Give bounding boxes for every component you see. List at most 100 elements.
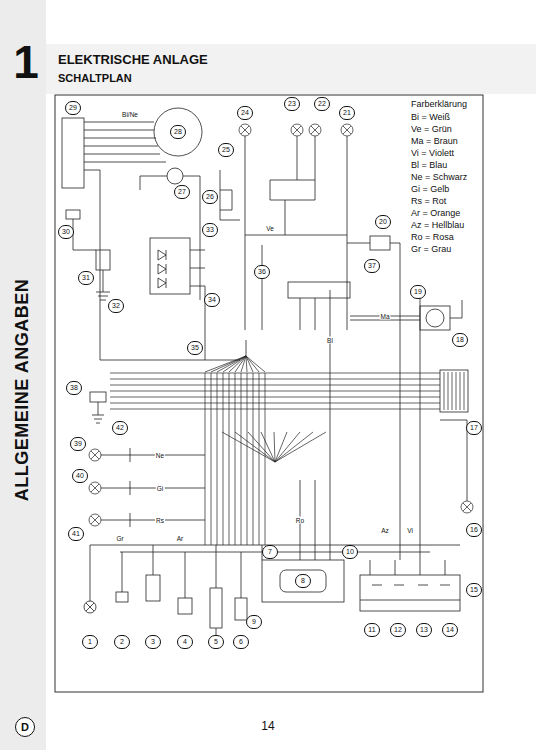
wire xyxy=(211,373,212,545)
wire-color-code: Bl xyxy=(326,337,334,344)
wire xyxy=(311,126,319,134)
callout-number: 12 xyxy=(390,623,406,637)
wire xyxy=(110,379,440,380)
wire xyxy=(235,373,236,545)
wire xyxy=(463,503,471,511)
callout-number: 25 xyxy=(218,143,234,157)
wire-color-code: Ro xyxy=(295,517,305,524)
callout-number: 10 xyxy=(342,545,358,559)
wire xyxy=(223,356,246,372)
wire xyxy=(110,397,440,398)
badge-letter: D xyxy=(21,721,29,733)
wire xyxy=(274,432,275,462)
callout-number: 2 xyxy=(114,635,130,649)
wire xyxy=(110,391,440,392)
callout-number: 15 xyxy=(466,583,482,597)
legend-entry: Az = Hellblau xyxy=(410,220,465,230)
wire xyxy=(205,373,206,545)
wire xyxy=(110,403,440,404)
diagram-frame xyxy=(55,95,483,692)
callout-number: 28 xyxy=(170,125,186,139)
wire xyxy=(91,451,99,459)
legend-entry: Ne = Schwarz xyxy=(410,172,468,182)
legend-entry: Ve = Grün xyxy=(410,124,453,134)
wire-color-code: Ma xyxy=(379,313,390,320)
callout-number: 26 xyxy=(202,190,218,204)
wire xyxy=(259,373,260,545)
wire xyxy=(265,373,266,545)
wire xyxy=(241,126,249,134)
wire-color-code: Gi xyxy=(156,485,165,492)
wire xyxy=(217,356,246,372)
wire xyxy=(241,126,249,134)
lamp-symbol xyxy=(239,124,251,136)
wire xyxy=(293,126,301,134)
callout-number: 22 xyxy=(314,97,330,111)
wire xyxy=(343,126,351,134)
wire-color-code: Az xyxy=(380,527,390,534)
callout-number: 11 xyxy=(364,623,380,637)
wire xyxy=(229,356,246,372)
wire-color-code: Ar xyxy=(176,535,185,542)
callout-number: 8 xyxy=(295,574,311,588)
legend-entry: Rs = Rot xyxy=(410,196,447,206)
lamp-symbol xyxy=(341,124,353,136)
wire-color-code: Vi xyxy=(406,527,414,534)
callout-number: 7 xyxy=(262,545,278,559)
wire xyxy=(275,432,300,462)
callout-number: 20 xyxy=(375,215,391,229)
wire xyxy=(211,356,246,372)
callout-number: 19 xyxy=(410,285,426,299)
wire xyxy=(293,126,301,134)
wire xyxy=(222,432,275,462)
section-heading: SCHALTPLAN xyxy=(58,72,132,84)
wire xyxy=(241,356,246,372)
callout-number: 27 xyxy=(174,185,190,199)
wire-color-code: Gr xyxy=(115,535,124,542)
callout-number: 13 xyxy=(416,623,432,637)
wire xyxy=(110,385,440,386)
wire xyxy=(248,432,275,462)
wire xyxy=(223,373,224,545)
wire xyxy=(460,372,461,410)
callout-number: 42 xyxy=(112,421,128,435)
chapter-number: 1 xyxy=(13,35,39,89)
callout-number: 40 xyxy=(72,469,88,483)
callout-number: 29 xyxy=(65,101,81,115)
callout-number: 1 xyxy=(82,635,98,649)
wire xyxy=(452,372,453,410)
legend-entry: Bi = Weiß xyxy=(410,112,451,122)
callout-number: 32 xyxy=(108,299,124,313)
callout-number: 21 xyxy=(339,106,355,120)
wire xyxy=(91,516,99,524)
wire xyxy=(275,432,313,462)
legend-entry: Gr = Grau xyxy=(410,244,452,254)
wire xyxy=(110,409,440,410)
wire-color-code: Rs xyxy=(155,517,165,524)
callout-number: 30 xyxy=(58,225,74,239)
page-number: 14 xyxy=(261,719,274,733)
wire xyxy=(311,126,319,134)
wire xyxy=(464,372,465,410)
wire xyxy=(91,484,99,492)
wire xyxy=(261,432,275,462)
callout-number: 35 xyxy=(187,341,203,355)
legend-entry: Ar = Orange xyxy=(410,208,461,218)
callout-number: 17 xyxy=(466,421,482,435)
header-band xyxy=(46,44,536,94)
legend-entry: Gi = Gelb xyxy=(410,184,450,194)
side-band xyxy=(0,0,46,750)
wire xyxy=(246,356,259,372)
callout-number: 33 xyxy=(202,223,218,237)
wire xyxy=(253,373,254,545)
wire xyxy=(456,372,457,410)
lamp-symbol xyxy=(89,449,101,461)
language-badge: D xyxy=(15,717,35,737)
callout-number: 4 xyxy=(177,635,193,649)
legend-entry: Bl = Blau xyxy=(410,160,448,170)
wire xyxy=(241,373,242,545)
callout-number: 36 xyxy=(254,265,270,279)
callout-number: 24 xyxy=(237,106,253,120)
callout-number: 31 xyxy=(78,271,94,285)
